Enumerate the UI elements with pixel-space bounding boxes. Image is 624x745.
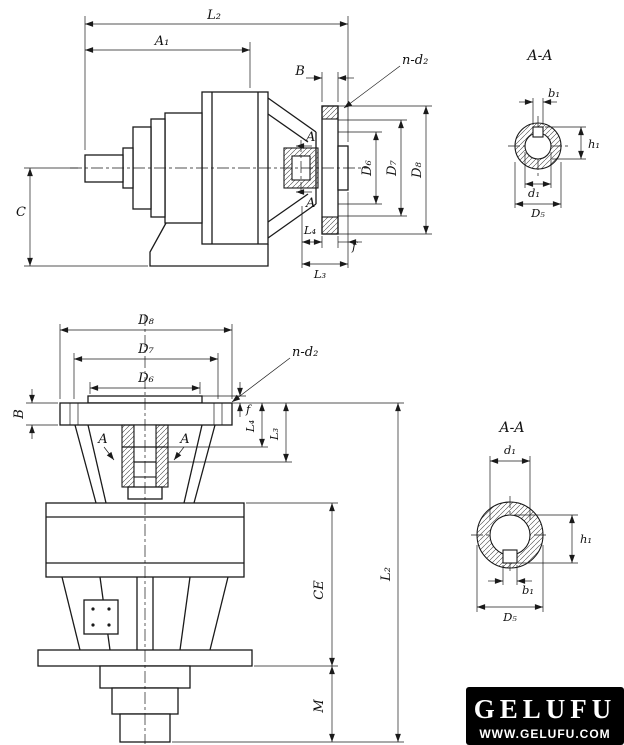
- callout-nd2-top: n-d₂: [343, 53, 428, 109]
- dim-b1-top: b₁: [519, 86, 560, 125]
- dim-label-L2-top: L₂: [206, 8, 221, 23]
- section-mark-right: A: [179, 432, 189, 447]
- dim-f-bottom: f: [202, 382, 252, 417]
- dim-label-b1-bottom: b₁: [522, 583, 534, 597]
- dim-label-D7-bottom: D₇: [137, 342, 154, 357]
- keyway-top: [532, 126, 544, 138]
- dim-label-L4-top: L₄: [303, 223, 317, 237]
- dim-label-D6-top: D₆: [360, 160, 375, 177]
- dim-label-B-top: B: [294, 64, 305, 79]
- top-view-body: [84, 91, 349, 267]
- top-section-title: A-A: [526, 48, 553, 64]
- dim-CE: CE: [246, 502, 338, 667]
- dim-label-L3-bottom: L₃: [267, 427, 281, 441]
- dim-label-nd2-bottom: n-d₂: [292, 345, 318, 360]
- junction-box-pad: [83, 599, 119, 635]
- section-arrows-bottom-view: A A: [97, 432, 190, 461]
- section-mark-upper: A: [305, 130, 315, 145]
- shaft-section-wall-left: [121, 424, 135, 488]
- dim-D6-bottom: D₆: [89, 371, 201, 394]
- dim-d1-top: d₁: [524, 152, 552, 200]
- dim-label-h1-top: h₁: [588, 137, 600, 151]
- dim-L2: L₂: [84, 8, 349, 150]
- callout-nd2-bottom: n-d₂: [231, 345, 318, 403]
- dim-label-b1-top: b₁: [548, 86, 560, 100]
- dim-label-d1-bottom: d₁: [504, 443, 516, 457]
- dim-C: C: [16, 167, 148, 267]
- dim-h1-bottom: h₁: [514, 514, 592, 564]
- dim-label-D8-bottom: D₈: [137, 313, 154, 328]
- dim-D7-bottom: D₇: [73, 342, 219, 399]
- mounting-foot: [149, 222, 269, 267]
- dim-B-bottom: B: [12, 389, 58, 439]
- output-flange: [321, 105, 339, 235]
- logo-background: [466, 687, 624, 745]
- dim-label-L4-bottom: L₄: [243, 419, 257, 433]
- dim-label-L2-bottom: L₂: [379, 567, 394, 582]
- dim-L4-top: L₄: [301, 206, 323, 268]
- dim-L3-top: L₃: [302, 261, 348, 281]
- dim-label-D5-top: D₅: [530, 206, 545, 220]
- dim-b1-bottom: b₁: [488, 565, 534, 597]
- dim-label-D6-bottom: D₆: [137, 371, 154, 386]
- dim-label-A1: A₁: [154, 34, 170, 49]
- dim-label-h1-bottom: h₁: [580, 532, 592, 546]
- bottom-view-dimensions: D₈ D₇ D₆ B n-d₂: [12, 313, 404, 743]
- dim-label-D7-top: D₇: [385, 159, 400, 176]
- bore-bottom: [489, 514, 531, 556]
- shaft-section-wall-right: [155, 424, 169, 488]
- dim-label-M: M: [312, 699, 327, 714]
- dim-label-nd2-top: n-d₂: [402, 53, 428, 68]
- section-mark-left: A: [97, 432, 107, 447]
- dim-label-D8-top: D₈: [410, 161, 425, 178]
- dim-D5-top: D₅: [514, 162, 562, 220]
- dim-label-L3-top: L₃: [313, 267, 327, 281]
- section-mark-lower: A: [305, 196, 315, 211]
- bottom-section-view: A-A d₁ h₁ b₁: [471, 420, 592, 624]
- dim-D8-bottom: D₈: [59, 313, 233, 399]
- dim-D6-top: D₆: [338, 131, 382, 205]
- dim-M: M: [172, 666, 404, 743]
- dim-D5-bottom: D₅: [476, 545, 544, 624]
- dim-label-f-top: f: [351, 239, 358, 253]
- keyway-bottom: [502, 549, 518, 564]
- mounting-flange-bottom: [59, 402, 233, 426]
- dim-L3-bottom: L₃: [168, 403, 292, 463]
- section-arrows-top-view: A A: [296, 130, 315, 211]
- dim-label-f-bottom: f: [245, 402, 252, 416]
- brand-logo: GELUFU WWW.GELUFU.COM: [466, 687, 624, 745]
- dim-L2-bottom: L₂: [379, 403, 401, 742]
- bottom-section-title: A-A: [498, 420, 525, 436]
- dim-A1: A₁: [85, 34, 251, 88]
- dim-L4-bottom: L₄: [168, 403, 268, 448]
- dim-D8-top: D₈: [338, 105, 432, 235]
- dim-label-d1-top: d₁: [528, 186, 540, 200]
- input-shaft: [84, 154, 124, 183]
- dim-h1-top: h₁: [545, 126, 600, 160]
- top-view-centerlines: [70, 140, 368, 196]
- dim-B-top: B: [294, 64, 354, 102]
- dim-D7-top: D₇: [338, 119, 407, 217]
- dim-label-C: C: [16, 205, 26, 220]
- dim-label-CE: CE: [312, 580, 327, 600]
- top-section-view: A-A b₁ h₁ d₁: [508, 48, 600, 220]
- dim-d1-bottom: d₁: [489, 443, 531, 520]
- logo-website-text: WWW.GELUFU.COM: [479, 727, 610, 741]
- dim-label-D5-bottom: D₅: [502, 610, 517, 624]
- top-view-dimensions: L₂ A₁ B n-d₂ C: [16, 8, 432, 281]
- dim-f-top: f: [337, 192, 362, 268]
- dim-label-B-bottom: B: [12, 409, 27, 420]
- logo-brand-text: GELUFU: [474, 694, 617, 724]
